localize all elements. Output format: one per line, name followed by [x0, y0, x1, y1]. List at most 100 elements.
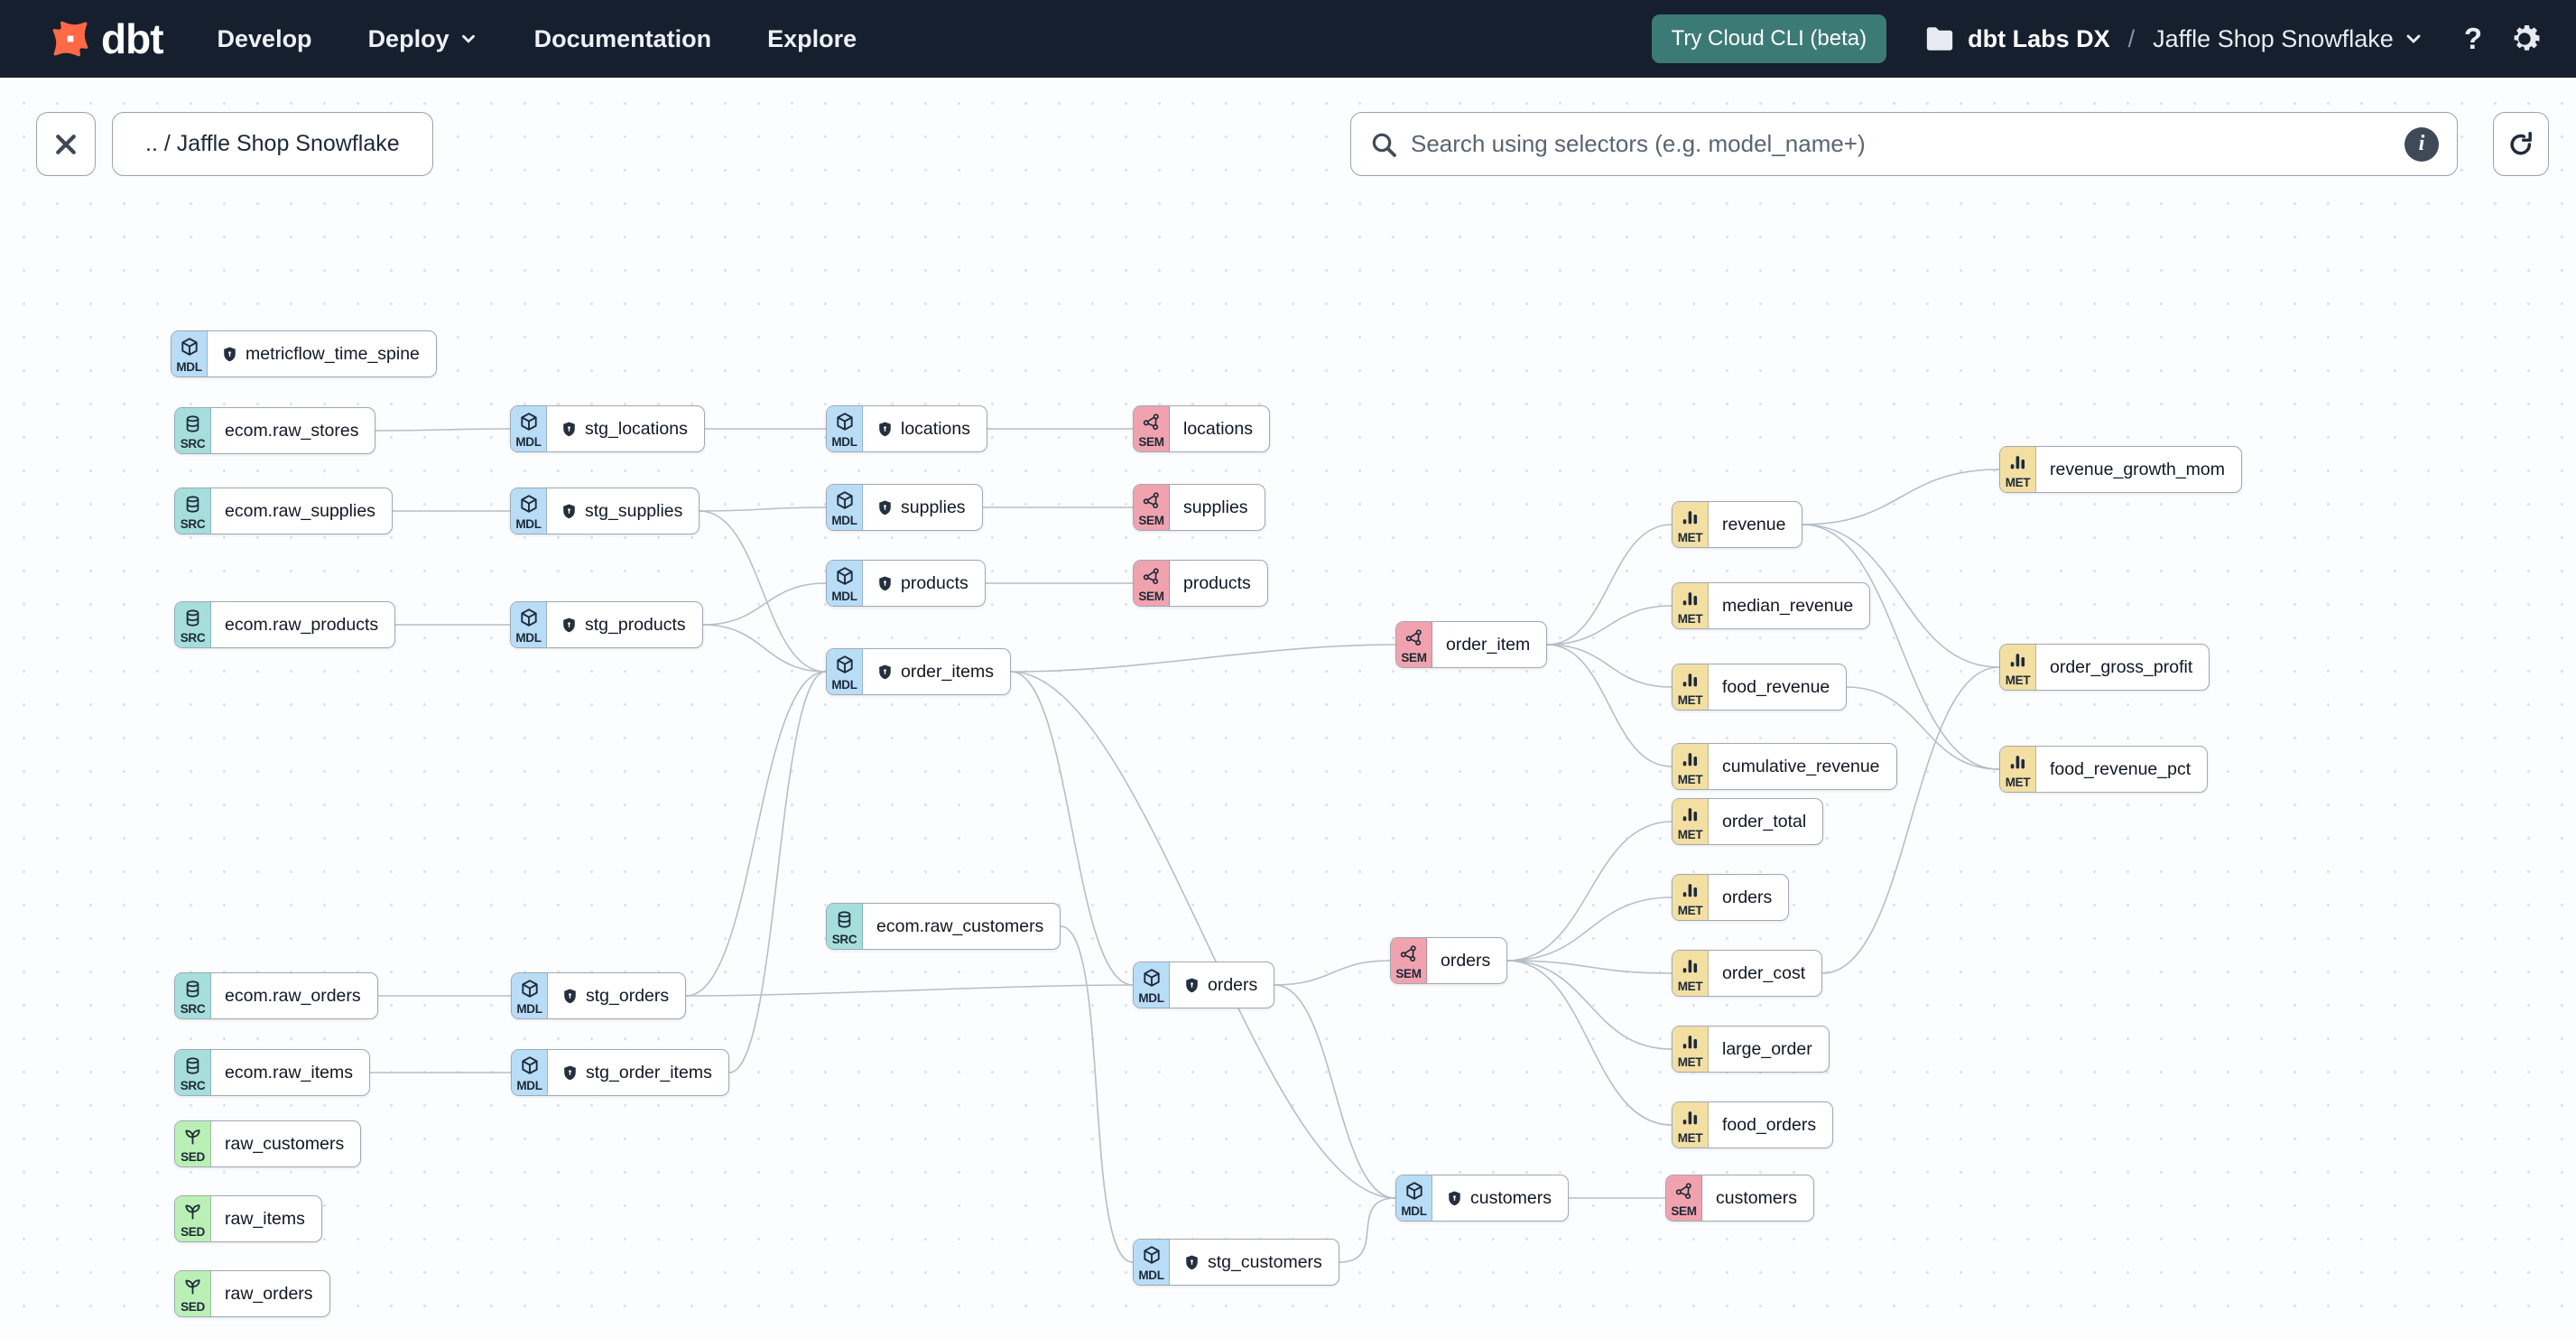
node-type-label: SED [181, 1224, 205, 1239]
nav-item-documentation[interactable]: Documentation [533, 24, 712, 52]
node-ecom.raw_products[interactable]: SRC ecom.raw_products [174, 601, 396, 648]
node-orders_met[interactable]: MET orders [1672, 874, 1790, 921]
edge-stg_orders-to-order_items [685, 671, 827, 997]
node-ecom.raw_supplies[interactable]: SRC ecom.raw_supplies [174, 488, 393, 534]
node-large_order[interactable]: MET large_order [1672, 1026, 1830, 1073]
node-label: orders [1208, 974, 1258, 995]
node-customers_sem[interactable]: SEM customers [1665, 1175, 1814, 1222]
edge-orders_sem-to-order_total [1506, 821, 1673, 962]
node-body: food_revenue [1709, 664, 1846, 710]
node-locations[interactable]: MDL locations [826, 405, 987, 452]
cube-icon [1142, 968, 1162, 992]
node-orders[interactable]: MDL orders [1133, 962, 1275, 1008]
semantic-model-icon [1404, 628, 1423, 652]
node-type-badge: MET [1673, 951, 1709, 996]
node-median_revenue[interactable]: MET median_revenue [1672, 582, 1871, 629]
nav-item-develop[interactable]: Develop [217, 24, 312, 52]
node-label: ecom.raw_orders [225, 985, 361, 1006]
node-ecom.raw_stores[interactable]: SRC ecom.raw_stores [174, 407, 376, 454]
close-lineage-button[interactable] [36, 112, 96, 176]
database-icon [183, 980, 202, 1003]
edge-order_item_sem-to-median_revenue [1546, 605, 1673, 646]
node-ecom.raw_items[interactable]: SRC ecom.raw_items [174, 1049, 370, 1096]
lineage-breadcrumb[interactable]: .. / Jaffle Shop Snowflake [112, 112, 433, 176]
cube-icon [1404, 1181, 1424, 1205]
node-label: customers [1716, 1187, 1797, 1208]
node-body: stg_orders [548, 973, 685, 1018]
account-breadcrumb: dbt Labs DX / Jaffle Shop Snowflake [1924, 25, 2424, 53]
node-type-badge: MET [1673, 583, 1709, 628]
node-stg_orders[interactable]: MDL stg_orders [511, 972, 687, 1019]
node-customers[interactable]: MDL customers [1395, 1175, 1569, 1222]
cube-icon [835, 490, 855, 515]
node-type-badge: MDL [1134, 1240, 1170, 1285]
node-order_gross_profit[interactable]: MET order_gross_profit [1999, 644, 2210, 691]
node-type-label: MET [2005, 475, 2031, 489]
edge-orders_sem-to-food_orders [1506, 960, 1673, 1126]
node-body: food_revenue_pct [2036, 747, 2207, 792]
node-ecom.raw_customers[interactable]: SRC ecom.raw_customers [826, 903, 1061, 950]
lineage-canvas[interactable]: MDL metricflow_time_spine SRC ecom.raw_s… [0, 78, 2576, 1338]
selector-search[interactable]: i [1350, 112, 2458, 176]
node-order_items[interactable]: MDL order_items [826, 648, 1011, 695]
node-ecom.raw_orders[interactable]: SRC ecom.raw_orders [174, 972, 378, 1019]
node-stg_order_items[interactable]: MDL stg_order_items [511, 1049, 729, 1096]
node-cumulative_revenue[interactable]: MET cumulative_revenue [1672, 743, 1897, 790]
node-food_revenue[interactable]: MET food_revenue [1672, 664, 1848, 711]
node-food_revenue_pct[interactable]: MET food_revenue_pct [1999, 746, 2209, 793]
node-orders_sem[interactable]: SEM orders [1390, 937, 1508, 984]
refresh-button[interactable] [2493, 112, 2549, 176]
node-raw_customers[interactable]: SED raw_customers [174, 1120, 362, 1167]
node-locations_sem[interactable]: SEM locations [1133, 405, 1270, 452]
node-body: raw_orders [211, 1271, 329, 1316]
node-supplies_sem[interactable]: SEM supplies [1133, 484, 1265, 531]
node-revenue[interactable]: MET revenue [1672, 501, 1803, 548]
node-label: orders [1441, 950, 1491, 971]
shield-icon [876, 664, 894, 681]
node-type-label: SRC [180, 630, 206, 645]
nav-item-deploy[interactable]: Deploy [368, 25, 478, 53]
node-body: supplies [1170, 485, 1265, 530]
metric-icon [1681, 671, 1700, 694]
node-metricflow_time_spine[interactable]: MDL metricflow_time_spine [171, 330, 437, 377]
node-food_orders[interactable]: MET food_orders [1672, 1101, 1834, 1148]
node-type-badge: MDL [827, 561, 863, 606]
gear-icon[interactable] [2506, 20, 2544, 58]
node-stg_supplies[interactable]: MDL stg_supplies [510, 488, 700, 534]
account-name[interactable]: dbt Labs DX [1968, 24, 2110, 52]
nav-item-explore[interactable]: Explore [767, 24, 857, 52]
node-supplies[interactable]: MDL supplies [826, 484, 983, 531]
shield-icon [876, 499, 894, 516]
project-selector[interactable]: Jaffle Shop Snowflake [2153, 25, 2424, 53]
try-cloud-cli-button[interactable]: Try Cloud CLI (beta) [1651, 14, 1887, 63]
node-products[interactable]: MDL products [826, 560, 986, 607]
node-stg_products[interactable]: MDL stg_products [510, 601, 703, 648]
info-icon[interactable]: i [2405, 126, 2439, 162]
metric-icon [1681, 1033, 1700, 1056]
metric-icon [1681, 590, 1700, 613]
node-raw_items[interactable]: SED raw_items [174, 1195, 322, 1242]
node-label: stg_supplies [585, 500, 683, 521]
search-input[interactable] [1411, 130, 2405, 158]
node-order_cost[interactable]: MET order_cost [1672, 950, 1823, 997]
edge-order_cost-to-order_gross_profit [1821, 666, 2000, 974]
node-order_item_sem[interactable]: SEM order_item [1395, 621, 1548, 668]
node-raw_orders[interactable]: SED raw_orders [174, 1270, 330, 1317]
dbt-logo[interactable]: dbt [47, 14, 164, 63]
node-body: ecom.raw_items [211, 1050, 369, 1095]
node-type-badge: MET [1673, 664, 1709, 710]
help-icon[interactable]: ? [2463, 22, 2482, 55]
edge-order_items-to-customers [1010, 671, 1396, 1199]
shield-icon [561, 503, 578, 520]
node-type-label: SEM [1671, 1203, 1697, 1218]
edge-stg_supplies-to-order_items [699, 510, 827, 673]
node-stg_customers[interactable]: MDL stg_customers [1133, 1239, 1339, 1286]
database-icon [183, 609, 202, 632]
node-products_sem[interactable]: SEM products [1133, 560, 1268, 607]
refresh-icon [2510, 131, 2532, 154]
search-icon [1372, 133, 1396, 157]
node-stg_locations[interactable]: MDL stg_locations [510, 405, 705, 452]
node-order_total[interactable]: MET order_total [1672, 798, 1824, 845]
node-label: stg_orders [586, 985, 670, 1006]
node-revenue_growth_mom[interactable]: MET revenue_growth_mom [1999, 446, 2243, 493]
